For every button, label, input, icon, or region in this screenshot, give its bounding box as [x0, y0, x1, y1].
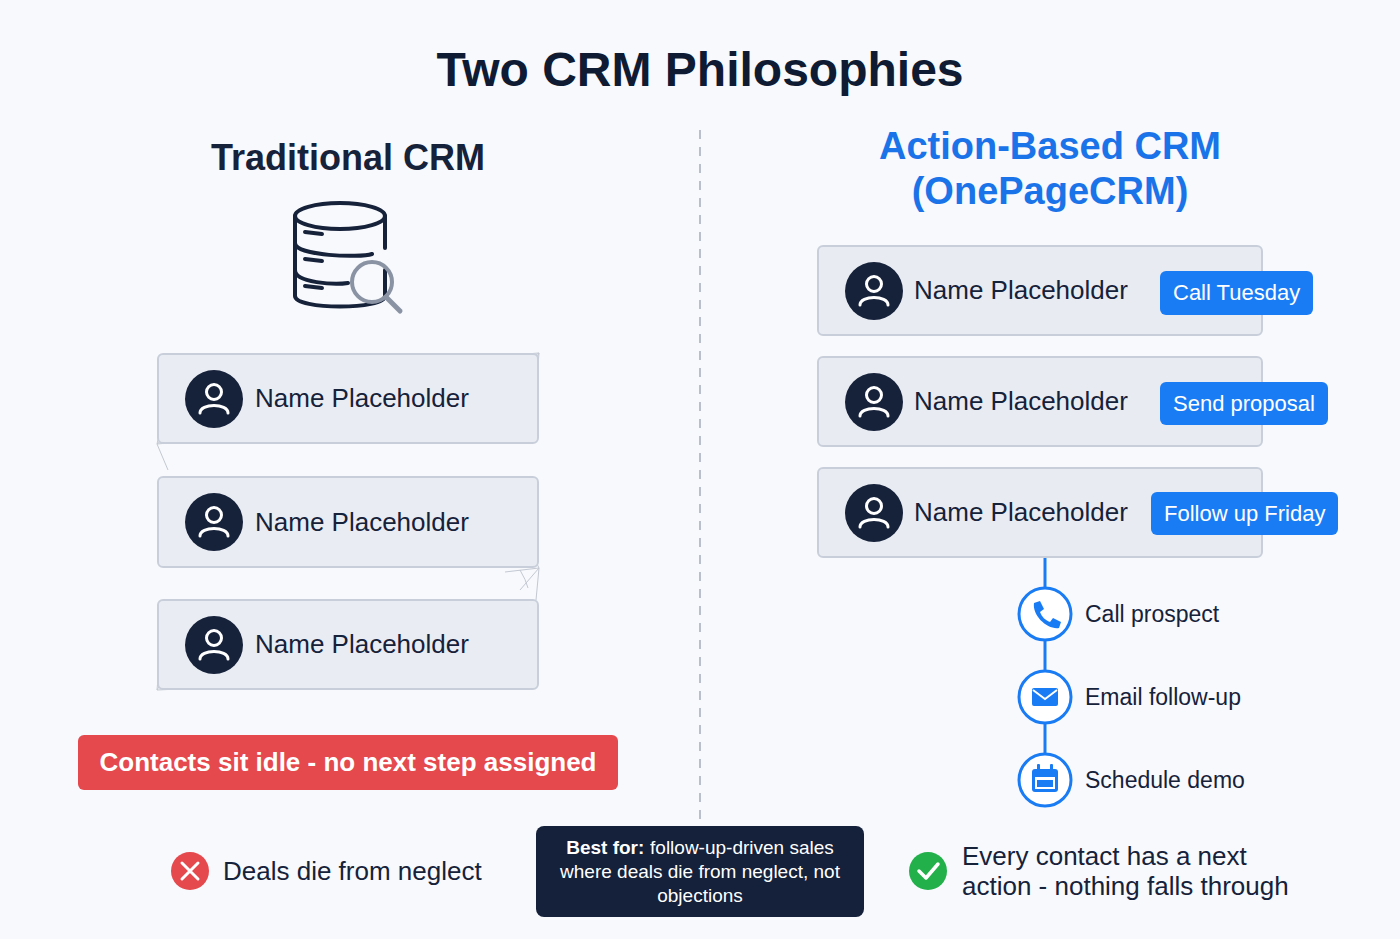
contact-name: Name Placeholder: [914, 497, 1128, 528]
outcome-text: Every contact has a next action - nothin…: [962, 841, 1322, 901]
contact-card: Name Placeholder: [157, 353, 539, 444]
section-heading: Action-Based CRM (OnePageCRM): [820, 124, 1280, 214]
divider: [699, 130, 701, 820]
outcome-text: Deals die from neglect: [223, 856, 523, 886]
alert-text: Contacts sit idle - no next step assigne…: [100, 747, 597, 778]
contact-name: Name Placeholder: [914, 386, 1128, 417]
note-heading: Best for:: [566, 837, 644, 858]
cross-icon: [171, 852, 209, 890]
cobwebs: [157, 353, 539, 690]
contact-name: Name Placeholder: [255, 629, 469, 660]
avatar-icon: [185, 370, 243, 428]
note-box: Best for:follow-up-driven sales where de…: [536, 826, 864, 917]
action-badge: Follow up Friday: [1151, 492, 1338, 535]
note-text: Best for:follow-up-driven sales where de…: [550, 836, 850, 908]
avatar-icon: [845, 484, 903, 542]
action-label: Call Tuesday: [1173, 280, 1300, 306]
check-icon: [909, 852, 947, 890]
avatar-icon: [185, 616, 243, 674]
contact-name: Name Placeholder: [255, 383, 469, 414]
contact-name: Name Placeholder: [914, 275, 1128, 306]
action-label: Send proposal: [1173, 391, 1315, 417]
contact-card: Name PlaceholderCall Tuesday: [817, 245, 1263, 336]
database-icon: [295, 203, 400, 311]
title: Two CRM Philosophies: [0, 40, 1400, 100]
step-label: Call prospect: [1085, 600, 1345, 628]
step-label: Email follow-up: [1085, 683, 1345, 711]
action-timeline: [1019, 558, 1071, 806]
contact-card: Name Placeholder: [157, 599, 539, 690]
contact-card: Name PlaceholderSend proposal: [817, 356, 1263, 447]
contact-card: Name Placeholder: [157, 476, 539, 568]
action-badge: Send proposal: [1160, 382, 1328, 425]
contact-name: Name Placeholder: [255, 507, 469, 538]
step-label: Schedule demo: [1085, 766, 1345, 794]
section-heading: Traditional CRM: [148, 136, 548, 180]
action-label: Follow up Friday: [1164, 501, 1325, 527]
contact-card: Name PlaceholderFollow up Friday: [817, 467, 1263, 558]
avatar-icon: [845, 262, 903, 320]
avatar-icon: [845, 373, 903, 431]
alert-badge: Contacts sit idle - no next step assigne…: [78, 735, 618, 790]
action-badge: Call Tuesday: [1160, 271, 1313, 315]
avatar-icon: [185, 493, 243, 551]
